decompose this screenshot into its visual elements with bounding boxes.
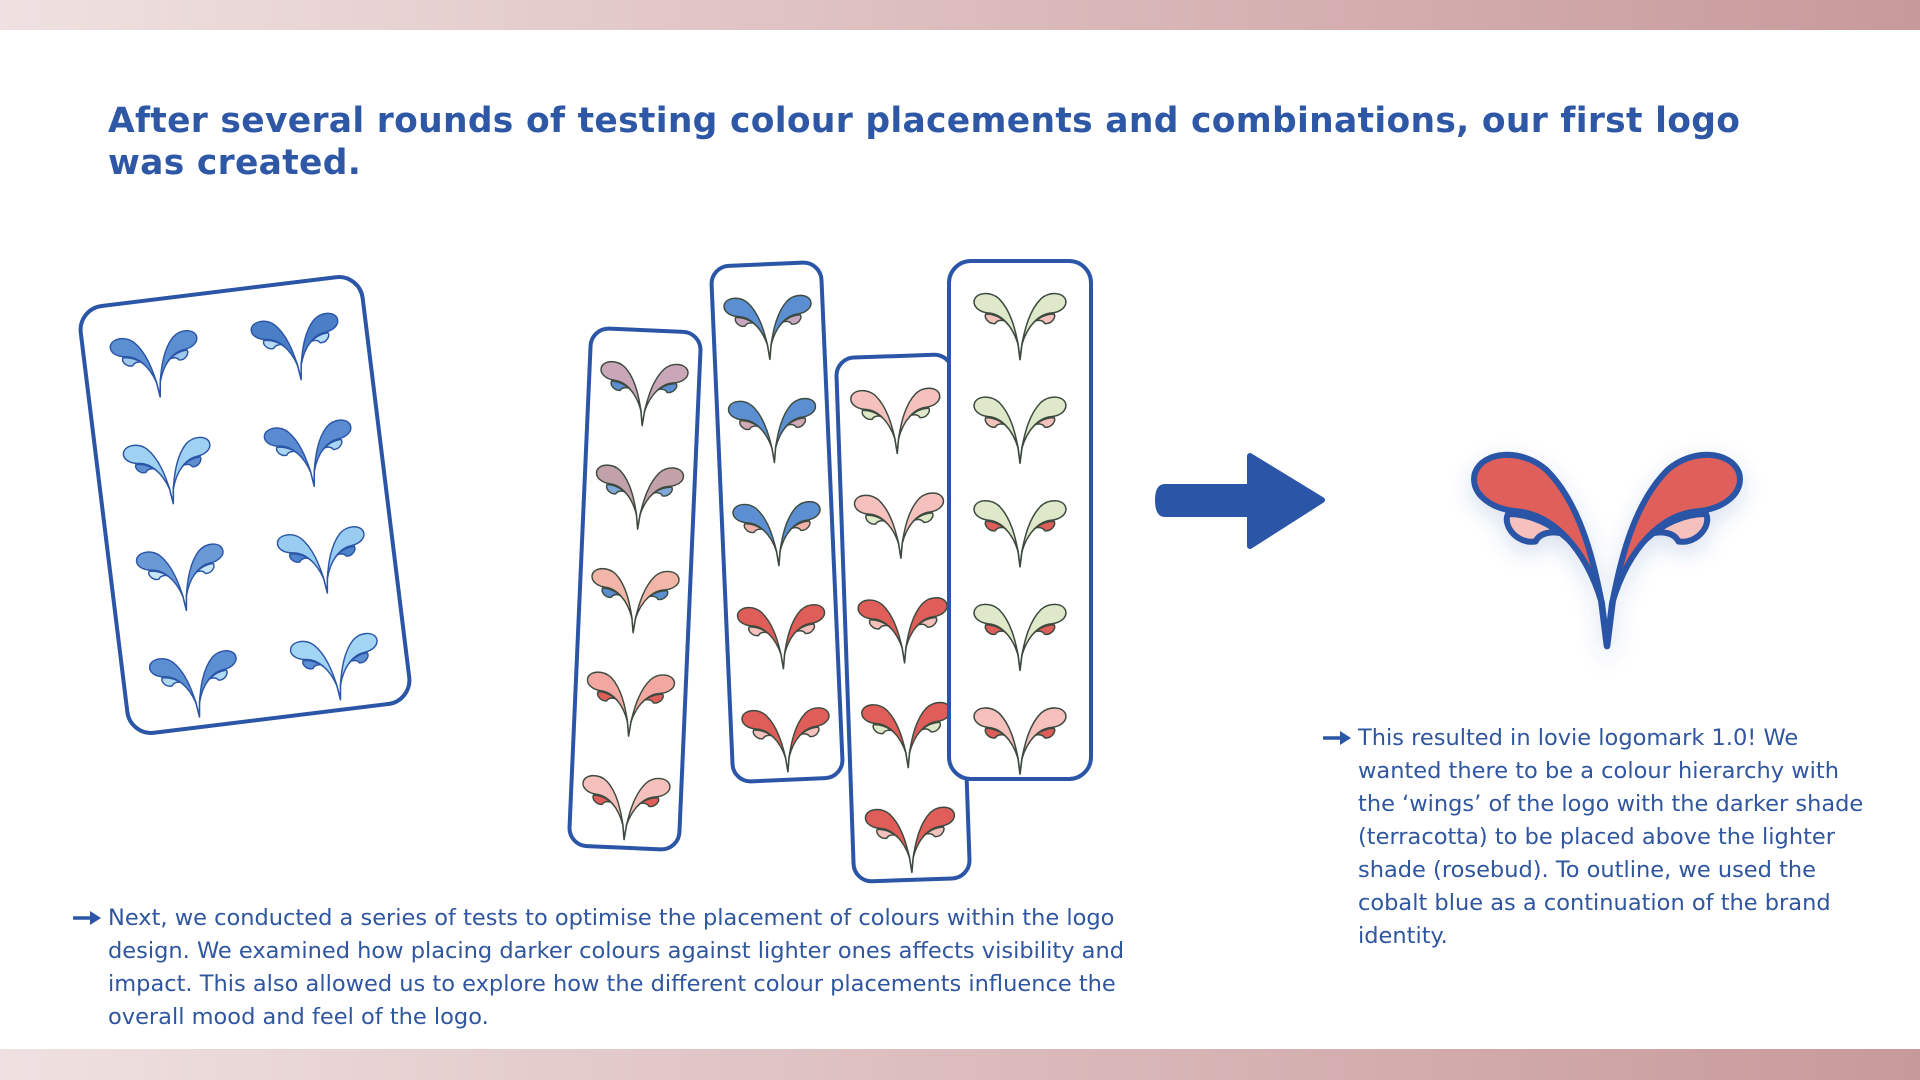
result-note-text: This resulted in lovie logomark 1.0! We …: [1358, 725, 1864, 949]
green-tests-card: [947, 259, 1093, 781]
logo-test-variant: [135, 543, 224, 612]
logo-test-variant: [973, 707, 1067, 775]
logo-test-variant: [582, 774, 671, 841]
headline: After several rounds of testing colour p…: [108, 101, 1741, 183]
result-note: This resulted in lovie logomark 1.0! We …: [1323, 722, 1868, 953]
blue-pink-tests-card: [709, 260, 845, 784]
logo-test-variant: [148, 650, 237, 718]
logo-test-variant: [250, 312, 339, 381]
arrow-right-icon: [1155, 453, 1325, 549]
top-gradient-band: [0, 0, 1920, 30]
logo-test-variant: [289, 632, 378, 701]
pink-green-tests-card: [834, 352, 972, 884]
process-note-text: Next, we conducted a series of tests to …: [108, 905, 1124, 1030]
logo-test-variant: [122, 436, 211, 505]
logo-test-variant: [276, 526, 365, 594]
logo-test-variant: [723, 294, 812, 361]
logo-test-variant: [263, 419, 352, 488]
logo-test-variant: [741, 707, 830, 773]
logo-test-variant: [864, 806, 956, 874]
logo-test-variant: [853, 492, 945, 559]
logo-test-variant: [973, 292, 1067, 361]
logomark-icon: [1471, 451, 1743, 650]
bullet-arrow-icon: [73, 911, 101, 925]
logo-test-variant: [857, 597, 948, 664]
logo-test-variant: [973, 603, 1067, 672]
bullet-arrow-icon: [1323, 731, 1351, 745]
mauve-tests-card: [567, 326, 703, 852]
logo-test-variant: [109, 329, 198, 398]
logo-test-variant: [591, 567, 680, 634]
bottom-gradient-band: [0, 1049, 1920, 1080]
process-note: Next, we conducted a series of tests to …: [73, 902, 1128, 1034]
logo-test-variant: [600, 360, 689, 427]
logo-test-variant: [595, 464, 685, 530]
logo-test-variant: [850, 387, 941, 455]
logo-test-variant: [736, 603, 826, 670]
logo-test-variant: [973, 396, 1067, 465]
logo-test-variant: [973, 500, 1067, 568]
logo-test-variant: [586, 671, 676, 737]
blue-tests-card: [78, 275, 412, 735]
logo-test-variant: [727, 397, 817, 464]
logo-test-variant: [732, 500, 821, 567]
